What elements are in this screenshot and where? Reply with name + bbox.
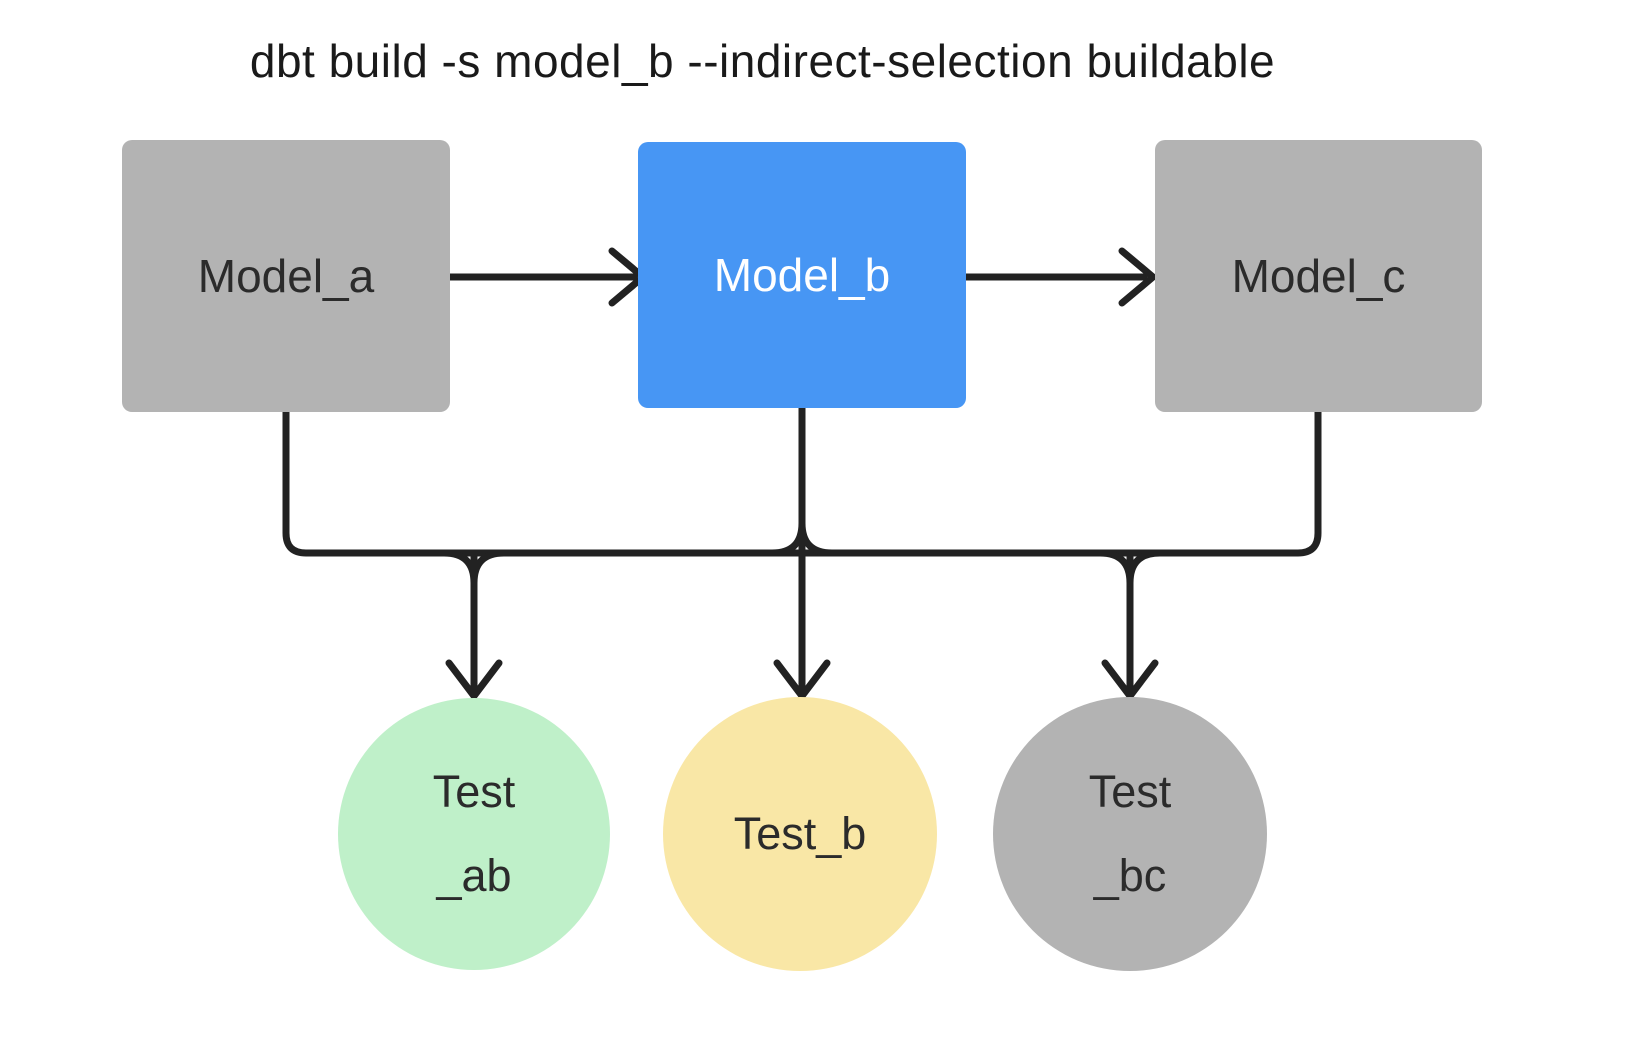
arrowhead-model-c bbox=[1118, 247, 1157, 307]
junction-fillet-bc-right bbox=[1126, 549, 1164, 587]
junction-fillet-bc-left bbox=[1096, 549, 1134, 587]
junction-fillet-center-left bbox=[768, 519, 806, 557]
node-test-ab-label-line2: _ab bbox=[436, 850, 512, 901]
junction-fillet-ab-left bbox=[440, 549, 478, 587]
node-test-b-label: Test_b bbox=[733, 808, 867, 859]
node-model-c: Model_c bbox=[1155, 140, 1482, 412]
node-model-c-label: Model_c bbox=[1231, 250, 1406, 302]
junction-fillet-ab-right bbox=[470, 549, 508, 587]
node-test-bc-label-line2: _bc bbox=[1093, 850, 1167, 901]
arrowhead-test-bc bbox=[1101, 659, 1159, 700]
node-model-b-label: Model_b bbox=[713, 249, 891, 301]
arrowhead-test-b bbox=[773, 659, 831, 700]
node-test-b: Test_b bbox=[663, 697, 937, 971]
node-model-a: Model_a bbox=[122, 140, 450, 412]
arrowhead-test-ab bbox=[445, 659, 503, 700]
node-test-bc-label-line1: Test bbox=[1088, 766, 1172, 817]
node-test-ab-label-line1: Test bbox=[432, 766, 516, 817]
node-model-b: Model_b bbox=[638, 142, 966, 408]
node-test-ab: Test _ab bbox=[338, 698, 610, 970]
diagram-title: dbt build -s model_b --indirect-selectio… bbox=[249, 35, 1276, 87]
node-test-bc: Test _bc bbox=[993, 697, 1267, 971]
node-model-a-label: Model_a bbox=[197, 250, 375, 302]
junction-fillet-center-right bbox=[798, 519, 836, 557]
